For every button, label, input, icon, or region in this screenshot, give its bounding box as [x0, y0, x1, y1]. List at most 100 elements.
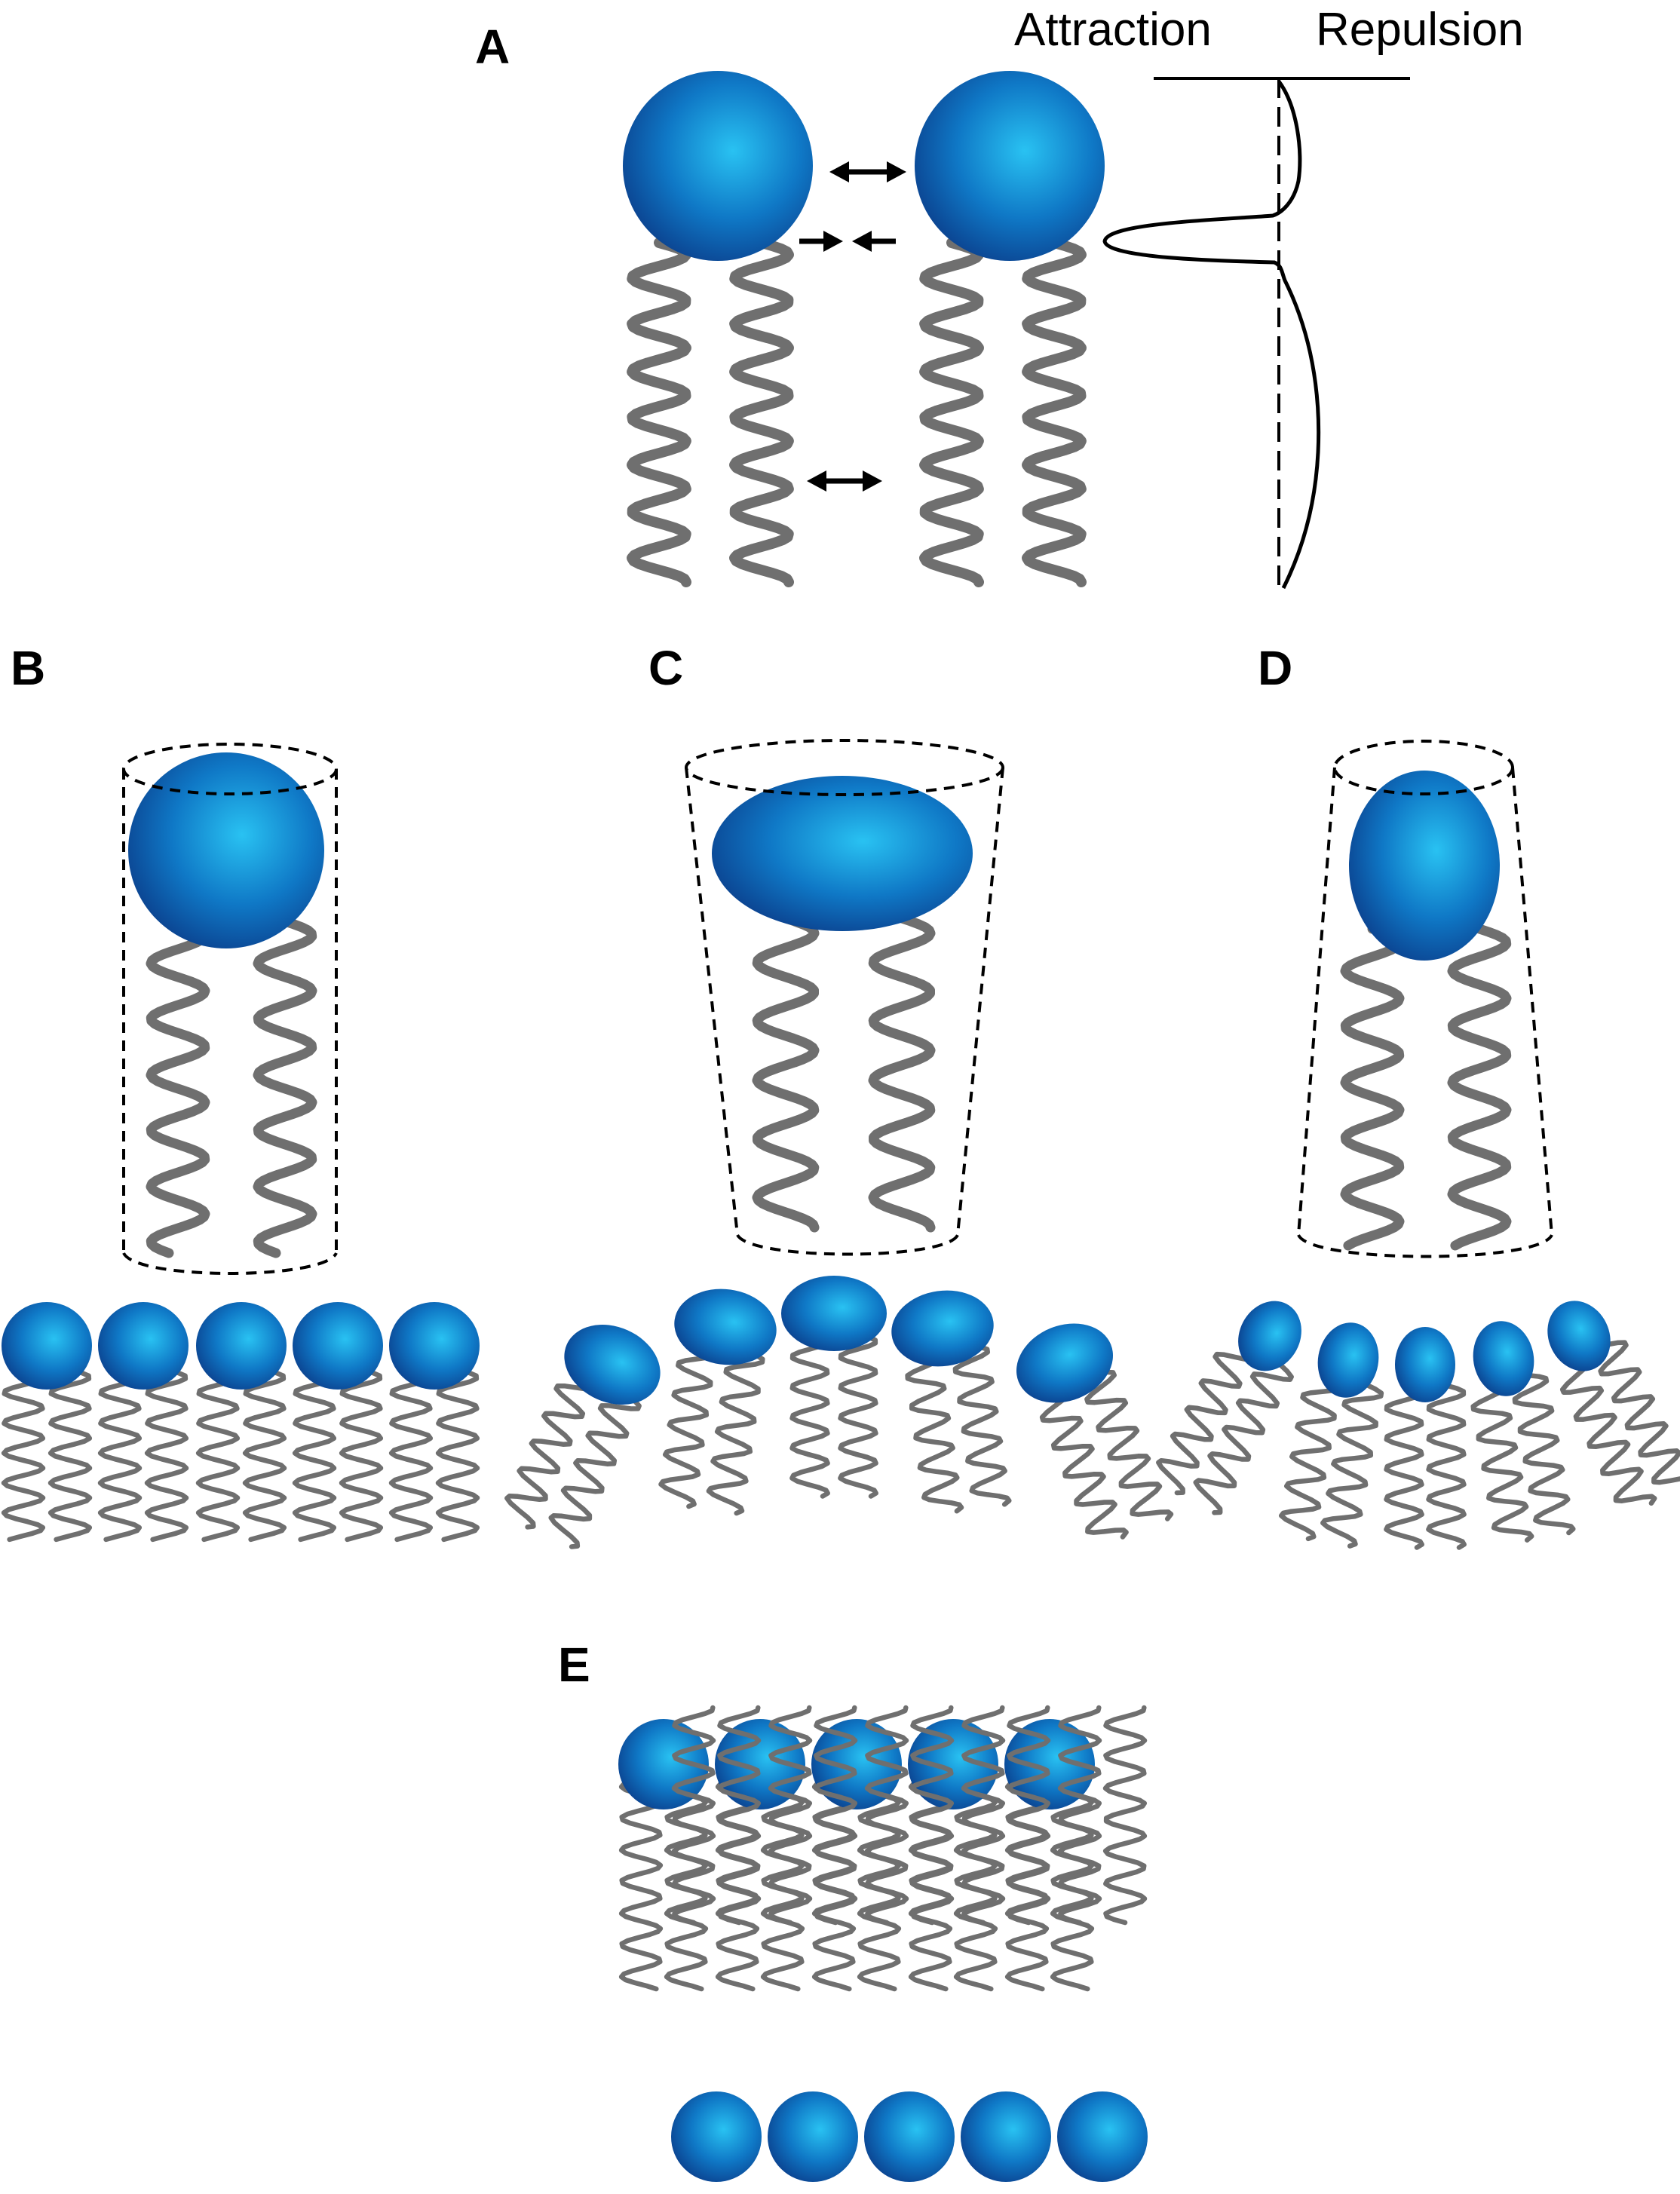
lipid: [97, 1302, 189, 1543]
lipid-tail: [919, 237, 984, 587]
lipid-tails: [919, 237, 1087, 587]
lipid-tail: [1022, 237, 1087, 587]
lipid-head: [768, 2091, 858, 2182]
lipid-tail: [952, 1343, 1012, 1507]
panel-c: C: [504, 641, 1174, 1549]
lipid-head: [1317, 1322, 1379, 1398]
lipid: [388, 1302, 480, 1543]
lipid-head: [1395, 1327, 1455, 1402]
repulsion-label: Repulsion: [1316, 4, 1524, 56]
panel-e: E: [558, 1638, 1148, 2182]
lipid-tail: [1320, 1381, 1384, 1549]
lipid-head: [389, 1302, 480, 1390]
lipid: [1278, 1322, 1384, 1549]
lipid-tails: [1340, 924, 1512, 1251]
lipid-head: [715, 1719, 805, 1809]
lipid-tail: [242, 1367, 287, 1543]
lipid-tails: [146, 916, 317, 1258]
lipid-bottom-leaflet: [961, 1705, 1051, 2182]
lipid-tail: [292, 1367, 337, 1543]
lipid-tail: [339, 1367, 384, 1543]
lipid-tail: [961, 1705, 1006, 1926]
lipid: [1470, 1321, 1576, 1543]
lipid-head: [1057, 2091, 1148, 2182]
panel-a: A Attrac: [475, 4, 1524, 590]
lipid-tails: [627, 237, 794, 587]
lipid-tail: [1, 1367, 46, 1543]
lipid-tail: [909, 1705, 955, 1926]
positive-curvature-monolayer: [504, 1276, 1174, 1549]
lipid-head: [1004, 1719, 1095, 1809]
lipid-a-right: [915, 71, 1105, 587]
lipid-head: [623, 71, 813, 261]
bilayer: [618, 1705, 1148, 2182]
lipid-tail: [435, 1367, 480, 1543]
inverted-cone-lipid: [685, 739, 1004, 1256]
lipid-head: [1473, 1321, 1534, 1396]
lipid-tail: [1598, 1340, 1680, 1485]
lipid-head: [2, 1302, 92, 1390]
force-curve: [1102, 80, 1321, 590]
lipid-head: [864, 2091, 955, 2182]
lipid-head: [618, 1719, 709, 1809]
lipid-tail: [1057, 1705, 1102, 1926]
lipid-tail: [1426, 1383, 1467, 1550]
lipid: [781, 1276, 887, 1499]
force-profile: Attraction Repulsion: [1014, 4, 1524, 590]
lipid-tail: [1084, 1369, 1174, 1521]
lipid-head: [1349, 771, 1500, 961]
lipid-tail: [627, 237, 691, 587]
lipid-tail: [658, 1341, 718, 1509]
panel-label-c: C: [648, 641, 683, 695]
lipid-tail: [1447, 924, 1512, 1251]
lipid-a-left: [623, 71, 813, 587]
panel-label-d: D: [1258, 641, 1292, 695]
lipid-head: [1238, 1301, 1301, 1371]
attraction-arrow-interface: [799, 231, 896, 252]
lipid-tail: [548, 1390, 642, 1549]
lipid: [292, 1302, 384, 1543]
lipid-bottom-leaflet: [671, 1705, 762, 2182]
lipid-head: [1016, 1323, 1113, 1403]
lipid-head: [674, 1289, 777, 1365]
lipid-tails: [752, 913, 936, 1233]
lipid-bottom-leaflet: [864, 1705, 955, 2182]
lipid-head: [712, 776, 973, 931]
lipid-tail: [1340, 924, 1405, 1251]
panel-label-b: B: [11, 641, 45, 695]
lipid-tail: [813, 1705, 858, 1926]
lipid-tail: [195, 1367, 241, 1543]
lipid: [1016, 1323, 1174, 1540]
lipid-tail: [48, 1367, 93, 1543]
lipid-tail: [1193, 1361, 1294, 1515]
repulsion-arrow-heads: [829, 161, 906, 182]
lipid-tail: [1006, 1705, 1051, 1926]
lipid-tail: [253, 916, 317, 1258]
negative-curvature-monolayer: [1156, 1301, 1680, 1550]
lipid: [195, 1302, 287, 1543]
lipid-tail: [1384, 1383, 1424, 1550]
lipid-head: [671, 2091, 762, 2182]
lipid-head: [915, 71, 1105, 261]
panel-label-a: A: [475, 20, 510, 74]
lipid: [1384, 1327, 1467, 1550]
lipid-tail: [868, 913, 936, 1233]
lipid-head: [781, 1276, 887, 1351]
lipid-head: [293, 1302, 383, 1390]
lipid-head: [196, 1302, 287, 1390]
repulsion-arrow-tails: [807, 470, 882, 492]
lipid-tail: [1156, 1341, 1257, 1496]
panel-label-e: E: [558, 1638, 590, 1692]
lipid-tail: [864, 1705, 909, 1926]
lipid-bottom-leaflet: [1057, 1705, 1148, 2182]
attraction-label: Attraction: [1014, 4, 1212, 56]
cone-lipid: [1297, 740, 1553, 1258]
lipid-tail: [716, 1705, 762, 1926]
lipid-top-leaflet: [618, 1719, 709, 1992]
lipid: [1547, 1301, 1680, 1506]
lipid: [891, 1290, 1012, 1514]
lipid-head: [564, 1325, 661, 1405]
lipid-tail: [838, 1331, 878, 1499]
lipid-tail: [905, 1350, 964, 1514]
